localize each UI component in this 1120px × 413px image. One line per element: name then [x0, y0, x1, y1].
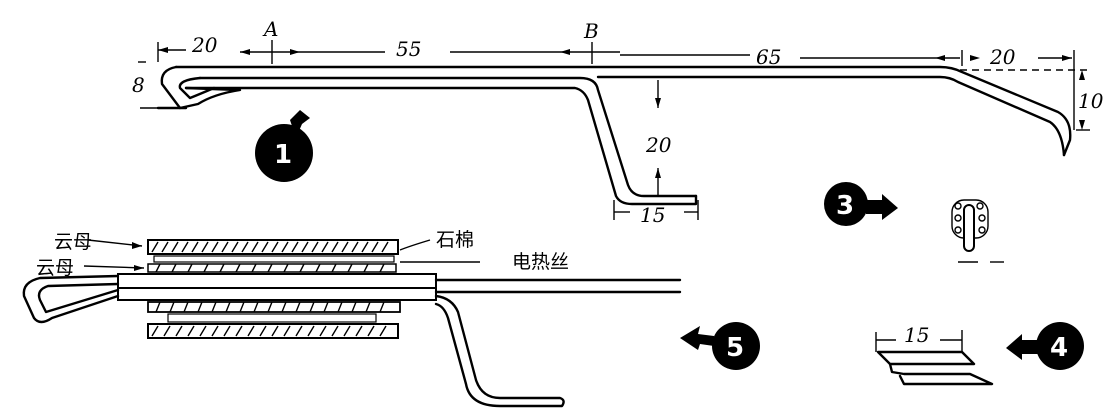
callout-5: 5	[680, 322, 760, 370]
top-wire-tool	[156, 65, 1072, 206]
callout-1: 1	[255, 110, 313, 182]
label-mica-second: 云母	[36, 257, 74, 279]
callout-4-number: 4	[1050, 333, 1068, 363]
callout-1-number: 1	[274, 140, 292, 170]
detail-3-cross-section	[951, 199, 1004, 263]
dim-right-bend: 20	[989, 45, 1016, 69]
callout-3: 3	[824, 182, 898, 226]
dim-segment-65: 65	[756, 45, 781, 69]
detail-4-dimension: 15	[904, 323, 929, 347]
callout-3-number: 3	[836, 191, 854, 221]
callout-5-number: 5	[726, 333, 744, 363]
dim-left-hook-height: 8	[132, 73, 145, 97]
point-a-label: A	[262, 17, 278, 41]
dimension-lines	[138, 40, 1090, 220]
label-mica-top: 云母	[54, 231, 92, 253]
callout-4: 4	[1006, 322, 1084, 370]
dim-segment-55: 55	[396, 37, 421, 61]
heater-assembly	[22, 239, 682, 408]
label-asbestos: 石棉	[436, 229, 474, 251]
dim-handle-drop: 20	[645, 133, 672, 157]
dim-handle-foot: 15	[640, 203, 665, 227]
dim-left-hook-width: 20	[191, 33, 218, 57]
point-b-label: B	[583, 19, 599, 43]
label-heating-wire: 电热丝	[512, 251, 569, 273]
detail-4-tab	[875, 330, 994, 386]
dim-right-drop: 10	[1078, 89, 1104, 113]
